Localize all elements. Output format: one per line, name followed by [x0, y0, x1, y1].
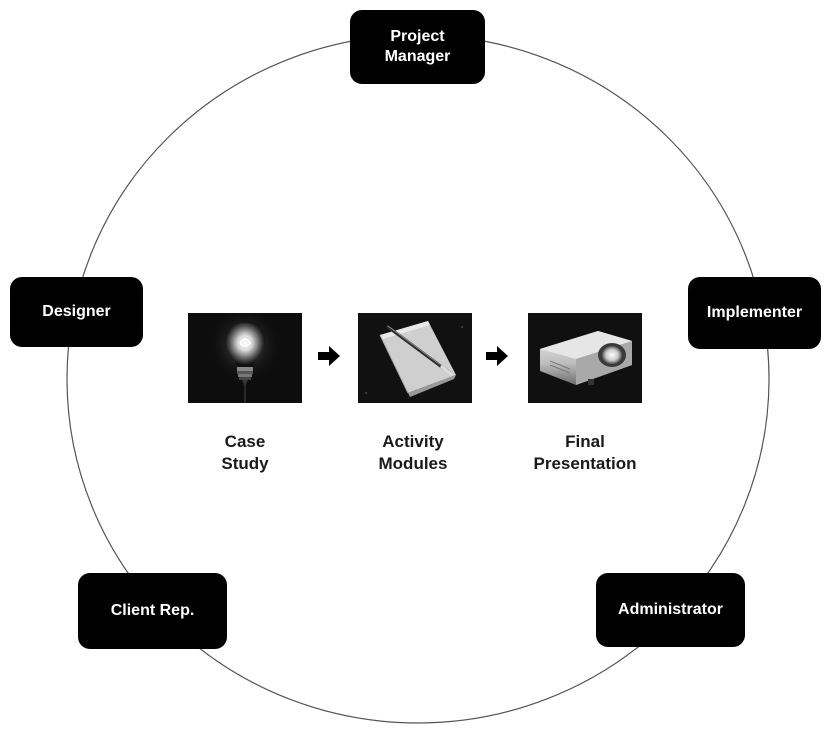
role-project-manager-line1: Project	[390, 28, 445, 45]
role-administrator: Administrator	[596, 573, 745, 647]
stage-activity-modules-caption: Activity Modules	[333, 431, 493, 475]
role-designer: Designer	[10, 277, 143, 347]
role-project-manager: Project Manager	[350, 10, 485, 84]
stage-final-presentation-line1: Final	[565, 432, 605, 451]
role-project-manager-line2: Manager	[384, 48, 451, 65]
right-arrow-icon	[318, 346, 340, 366]
light-bulb-image	[188, 313, 302, 403]
projector-image	[528, 313, 642, 403]
stage-case-study-line2: Study	[221, 454, 269, 473]
stage-case-study-caption: Case Study	[165, 431, 325, 475]
role-implementer-label: Implementer	[706, 304, 803, 321]
role-client-rep: Client Rep.	[78, 573, 227, 649]
role-implementer: Implementer	[688, 277, 821, 349]
stage-final-presentation-line2: Presentation	[533, 454, 637, 473]
stage-case-study-line1: Case	[224, 432, 266, 451]
role-client-rep-label: Client Rep.	[110, 602, 195, 619]
role-administrator-label: Administrator	[618, 601, 723, 618]
notepad-and-pen-image	[358, 313, 472, 403]
right-arrow-icon	[486, 346, 508, 366]
role-designer-label: Designer	[42, 303, 111, 320]
stage-activity-modules-line1: Activity	[382, 432, 444, 451]
stage-activity-modules-line2: Modules	[378, 454, 448, 473]
stage-final-presentation-caption: Final Presentation	[505, 431, 665, 475]
